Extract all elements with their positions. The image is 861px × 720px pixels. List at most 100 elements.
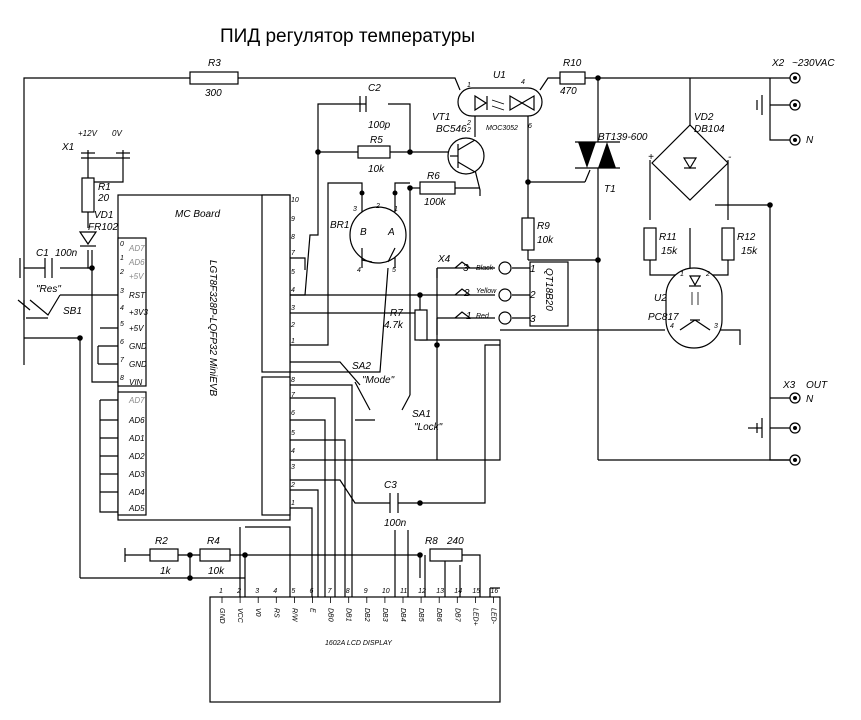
diagram-title: ПИД регулятор температуры [220, 26, 475, 47]
svg-text:C3: C3 [384, 480, 397, 491]
bridge-vd2: + - VD2 DB104 [648, 112, 732, 201]
svg-text:1: 1 [394, 206, 398, 213]
svg-text:1602A LCD DISPLAY: 1602A LCD DISPLAY [325, 640, 393, 647]
resistor-r10: R10 470 [559, 58, 586, 97]
lcd-pin-name: V0 [254, 608, 261, 617]
lcd-pin-number: 5 [291, 588, 295, 595]
svg-text:R5: R5 [370, 135, 383, 146]
svg-text:15k: 15k [741, 246, 758, 257]
transistor-vt1: VT1 BC546 2 [432, 112, 485, 175]
lcd-pin-name: DB2 [363, 608, 370, 622]
svg-text:~230VAC: ~230VAC [792, 58, 835, 69]
svg-text:100k: 100k [424, 197, 447, 208]
svg-text:X1: X1 [61, 142, 74, 153]
resistor-r11: R11 15k [643, 227, 678, 261]
mc-left-pin-label: +3V3 [129, 308, 148, 317]
mc-right-pin-number: 3 [291, 464, 295, 471]
lcd-pin-name: RS [272, 608, 279, 618]
svg-text:100p: 100p [368, 120, 391, 131]
mc-right-pin-number: 10 [291, 197, 299, 204]
mc-left-pin-label: AD4 [128, 488, 145, 497]
minus-label: - [728, 152, 732, 163]
svg-text:2: 2 [466, 120, 471, 127]
svg-text:R6: R6 [427, 171, 440, 182]
svg-text:MOC3052: MOC3052 [486, 125, 518, 132]
svg-text:LGT8F328P-LQFP32 MiniEVB: LGT8F328P-LQFP32 MiniEVB [207, 260, 218, 396]
lcd-pin-name: GND [218, 608, 225, 624]
svg-text:6: 6 [528, 123, 532, 130]
mc-left-pin-number: 3 [120, 288, 124, 295]
svg-text:240: 240 [446, 536, 464, 547]
resistor-r5: R5 10k [357, 135, 391, 175]
x3-connector: X3 OUT N [782, 380, 828, 466]
capacitor-c1: C1 100n [36, 248, 78, 259]
svg-text:SA2: SA2 [352, 361, 371, 372]
svg-text:1: 1 [467, 82, 471, 89]
mc-right-pin-number: 3 [291, 305, 295, 312]
mc-left-pin-number: 0 [120, 241, 124, 248]
lcd-pin-number: 16 [491, 588, 499, 595]
mc-right-pin-number: 9 [291, 216, 295, 223]
optocoupler-u2: U2 PC817 1 2 4 3 [648, 267, 723, 349]
svg-text:R10: R10 [563, 58, 582, 69]
svg-text:3: 3 [530, 314, 536, 325]
resistor-r1: R1 20 [81, 177, 111, 213]
lcd-pin-name: DB4 [399, 608, 406, 622]
lcd-pin-number: 11 [400, 588, 407, 595]
lcd-pin-name: DB0 [327, 608, 334, 622]
resistor-r4: R4 10k [199, 536, 231, 577]
mc-right-pin-number: 5 [291, 269, 295, 276]
resistor-r2: R2 1k [149, 536, 179, 577]
lcd-pin-number: 10 [382, 588, 390, 595]
svg-text:BR1: BR1 [330, 220, 349, 231]
lcd-pin-name: R/W [290, 608, 297, 623]
mc-left-pin-number: 1 [120, 255, 124, 262]
svg-text:X4: X4 [437, 254, 451, 265]
lcd-pin-name: LED+ [471, 608, 478, 626]
triac-t1: BT139-600 T1 [575, 132, 648, 195]
mc-left-pin-label: AD5 [128, 504, 145, 513]
lcd-pin-name: VCC [236, 608, 243, 624]
mc-left-pin-number: 5 [120, 321, 124, 328]
mc-left-pin-label: AD3 [128, 470, 145, 479]
svg-text:U1: U1 [493, 70, 506, 81]
svg-text:100n: 100n [55, 248, 78, 259]
wiring [19, 77, 790, 597]
sensor-qt18b20: QT18B20 1 2 3 [529, 261, 569, 327]
lcd-pin-number: 2 [236, 588, 241, 595]
capacitor-c3: C3 100n [384, 480, 407, 529]
mc-left-pin-number: 7 [120, 357, 125, 364]
lcd-pin-number: 15 [472, 588, 480, 595]
svg-text:3: 3 [463, 263, 469, 274]
mc-right-pin-number: 2 [290, 322, 295, 329]
svg-text:Red: Red [476, 313, 490, 320]
mc-right-pin-number: 7 [291, 392, 296, 399]
mc-left-pin-label: GND [129, 360, 147, 369]
lcd-pin-name: DB5 [417, 608, 424, 622]
svg-text:0V: 0V [112, 129, 122, 138]
mc-left-pin-label: AD2 [128, 452, 145, 461]
resistor-r7: R7 4.7k [384, 308, 428, 341]
svg-text:R12: R12 [737, 232, 756, 243]
mc-left-pin-label: +5V [129, 324, 144, 333]
x1-connector: X1 +12V 0V [61, 129, 122, 153]
lcd-pin-number: 14 [454, 588, 462, 595]
junctions [77, 75, 773, 581]
lcd-pin-number: 4 [273, 588, 277, 595]
svg-text:QT18B20: QT18B20 [543, 268, 554, 311]
svg-text:R11: R11 [659, 232, 677, 243]
svg-text:U2: U2 [654, 293, 667, 304]
svg-text:+12V: +12V [78, 129, 98, 138]
svg-text:FR102: FR102 [88, 222, 118, 233]
svg-text:4: 4 [670, 323, 674, 330]
svg-text:2: 2 [705, 271, 710, 278]
svg-text:1: 1 [466, 311, 472, 322]
mc-right-pin-number: 8 [291, 234, 295, 241]
svg-text:300: 300 [205, 88, 222, 99]
mc-left-pin-number: 2 [119, 269, 124, 276]
switch-sa1: SA1 "Lock" [401, 394, 443, 433]
svg-text:SA1: SA1 [412, 409, 431, 420]
svg-text:Yellow: Yellow [476, 288, 497, 295]
svg-text:N: N [806, 135, 814, 146]
mc-right-pin-number: 2 [290, 482, 295, 489]
